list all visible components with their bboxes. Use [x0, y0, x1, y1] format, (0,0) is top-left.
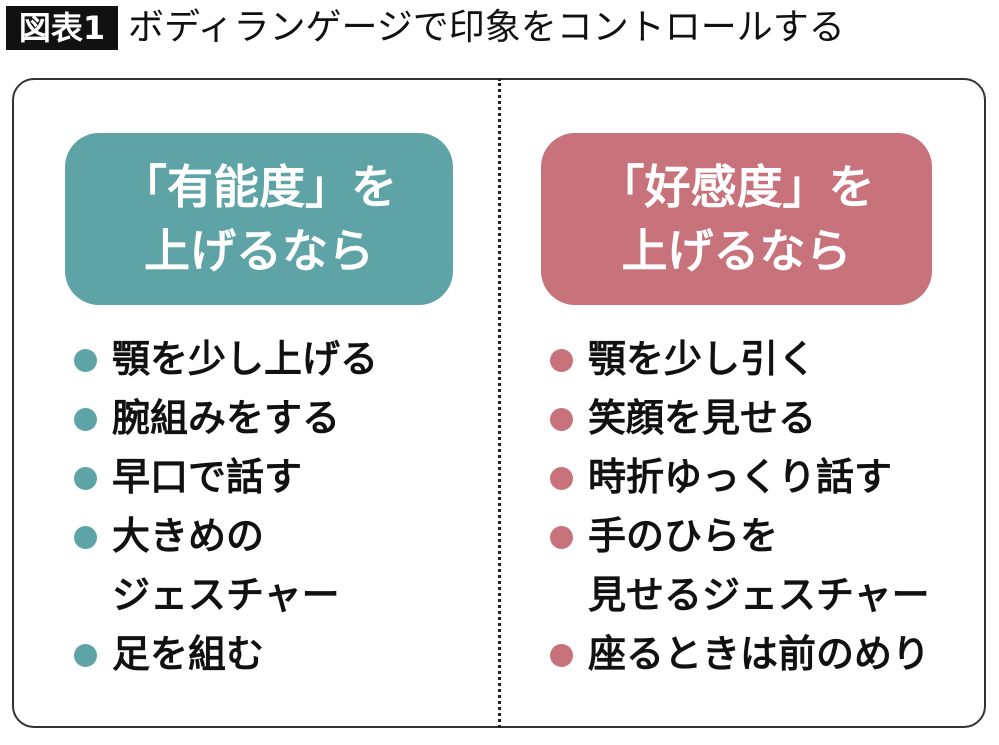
bullet-icon — [74, 408, 97, 431]
figure-title: ボディランゲージで印象をコントロールする — [128, 7, 845, 48]
likability-list: 顎を少し引く笑顔を見せる時折ゆっくり話す手のひらを見せるジェスチャー座るときは前… — [548, 330, 930, 684]
bullet-icon — [550, 467, 573, 490]
likability-heading: 「好感度」を 上げるなら — [541, 133, 932, 305]
list-item: 足を組む — [72, 625, 378, 684]
list-item-text: 顎を少し引く — [588, 337, 817, 381]
list-item: 早口で話す — [72, 448, 378, 507]
bullet-icon — [550, 526, 573, 549]
column-divider — [498, 78, 501, 728]
bullet-icon — [550, 644, 573, 667]
bullet-icon — [74, 467, 97, 490]
list-item-text: 座るときは前のめり — [588, 632, 931, 676]
list-item: 時折ゆっくり話す — [548, 448, 930, 507]
list-item: 顎を少し引く — [548, 330, 930, 389]
list-item: 笑顔を見せる — [548, 389, 930, 448]
heading-line: 上げるなら — [621, 224, 852, 278]
figure-label: 図表1 — [6, 6, 118, 50]
list-item-text: 大きめの — [112, 514, 265, 558]
list-item-text: 腕組みをする — [112, 396, 341, 440]
heading-line: 「有能度」を — [121, 160, 397, 214]
list-item: 手のひらを見せるジェスチャー — [548, 507, 930, 625]
list-item-text: 見せるジェスチャー — [588, 573, 930, 617]
bullet-icon — [550, 408, 573, 431]
heading-line: 上げるなら — [144, 224, 374, 278]
list-item: 座るときは前のめり — [548, 625, 930, 684]
list-item-text: 手のひらを — [588, 514, 779, 558]
bullet-icon — [74, 644, 97, 667]
bullet-icon — [74, 526, 97, 549]
list-item-text: ジェスチャー — [112, 573, 340, 617]
list-item: 大きめのジェスチャー — [72, 507, 378, 625]
competence-heading: 「有能度」を 上げるなら — [65, 133, 453, 305]
list-item-text: 時折ゆっくり話す — [588, 455, 893, 499]
heading-line: 「好感度」を — [598, 160, 875, 214]
competence-list: 顎を少し上げる腕組みをする早口で話す大きめのジェスチャー足を組む — [72, 330, 378, 684]
list-item-text: 早口で話す — [112, 455, 303, 499]
list-item-text: 顎を少し上げる — [112, 337, 379, 381]
list-item: 顎を少し上げる — [72, 330, 378, 389]
bullet-icon — [74, 349, 97, 372]
bullet-icon — [550, 349, 573, 372]
list-item-text: 笑顔を見せる — [588, 396, 817, 440]
list-item: 腕組みをする — [72, 389, 378, 448]
list-item-text: 足を組む — [112, 632, 265, 676]
